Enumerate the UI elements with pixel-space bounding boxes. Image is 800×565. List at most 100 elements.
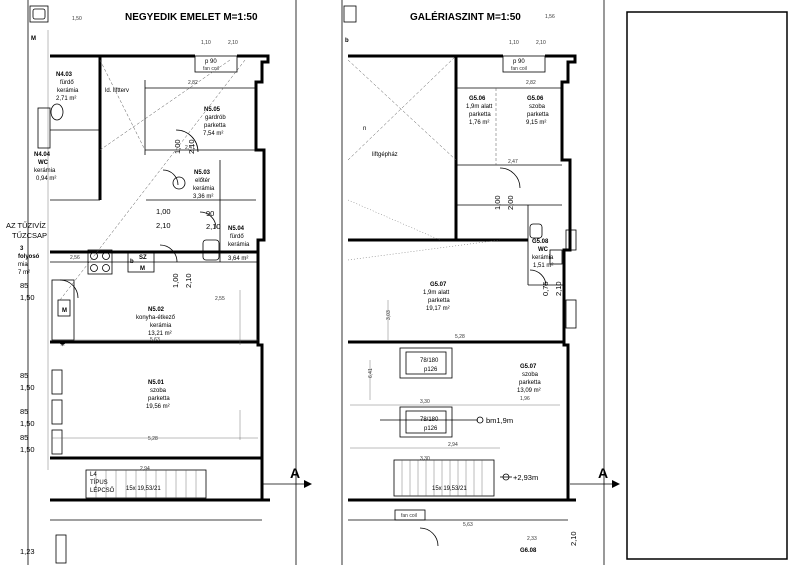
right-room-g507b-area: 13,09 m² xyxy=(517,388,541,394)
right-door-dim-1: 1,00 xyxy=(493,195,502,210)
left-stair-1: L4 xyxy=(90,472,97,478)
left-room-n502-floor: kerámia xyxy=(150,323,172,329)
right-room-g506b-code: G5.06 xyxy=(527,96,544,102)
right-door-dim-2: 2,00 xyxy=(506,195,515,210)
left-num-8: 1,50 xyxy=(20,445,35,454)
left-m-letter-2: M xyxy=(140,266,145,272)
right-room-g507a-code: G5.07 xyxy=(430,282,447,288)
left-stair-3: LÉPCSŐ xyxy=(90,487,115,494)
left-room-n502-name: konyha-étkező xyxy=(136,315,176,321)
left-dim-210: 2,10 xyxy=(228,40,238,46)
left-dim-256: 2,56 xyxy=(70,255,80,261)
right-room-g508-name: WC xyxy=(538,247,549,253)
right-room-g506b-area: 9,15 m² xyxy=(526,120,546,126)
left-dim-282: 2,82 xyxy=(188,80,198,86)
left-door-dim-5: 1,00 xyxy=(173,139,182,154)
left-room-n504-area: 3,64 m² xyxy=(228,256,248,262)
left-room-n403-floor: kerámia xyxy=(57,88,79,94)
right-fancoil-bottom: fan coil xyxy=(401,513,417,519)
left-lift-label: ld. liftterv xyxy=(105,88,129,94)
svg-text:✳: ✳ xyxy=(60,341,65,348)
left-num-9: 1,23 xyxy=(20,547,35,556)
left-hydrant-2: TŰZCSAP xyxy=(12,231,47,240)
left-room-n503-floor: kerámia xyxy=(193,186,215,192)
left-plan: NEGYEDIK EMELET M=1:50 M 1,50 p 90 fan c… xyxy=(6,0,312,565)
left-door-dim-1: 1,00 xyxy=(156,207,171,216)
left-room-n501-name: szoba xyxy=(150,388,167,394)
left-num-1: 85 xyxy=(20,281,28,290)
left-num-7: 85 xyxy=(20,433,28,442)
right-room-g506b-floor: parketta xyxy=(527,112,549,118)
left-room-n404-name: WC xyxy=(38,160,49,166)
left-door-dim-6: 2,10 xyxy=(187,139,196,154)
right-dim-528: 5,28 xyxy=(455,334,465,340)
left-hydrant-1: AZ TŰZIVÍZ xyxy=(6,221,46,230)
right-door-dim-3: 0,75 xyxy=(541,281,550,296)
right-fancoil-top-label: p 90 xyxy=(513,59,525,65)
left-room-n501-area: 19,56 m² xyxy=(146,404,170,410)
right-room-g507a-name: 1,9m alatt xyxy=(423,290,450,296)
left-door-dim-4: 2,10 xyxy=(206,222,221,231)
left-num-2: 1,50 xyxy=(20,293,35,302)
left-fridge-m: M xyxy=(62,308,67,314)
right-lift-label: liftgépház xyxy=(372,152,398,158)
right-room-g608-code: G6.08 xyxy=(520,548,537,554)
right-plan: GALÉRIASZINT M=1:50 b n p 90 fan coil li… xyxy=(341,0,620,565)
right-fancoil-top-sub: fan coil xyxy=(511,66,527,72)
left-corridor-2: folyosó xyxy=(18,254,40,260)
left-room-n505-area: 7,54 m² xyxy=(203,131,223,137)
left-dim-528: 5,28 xyxy=(148,436,158,442)
right-dim-233: 2,33 xyxy=(527,536,537,542)
right-window-1: 78/180 xyxy=(420,358,439,364)
left-room-n505-code: N5.05 xyxy=(204,107,221,113)
right-dim-563: 5,63 xyxy=(463,522,473,528)
right-room-g507a-area: 19,17 m² xyxy=(426,306,450,312)
left-door-dim-2: 2,10 xyxy=(156,221,171,230)
right-dim-156: 1,56 xyxy=(545,14,555,20)
left-num-4: 1,50 xyxy=(20,383,35,392)
right-dim-247: 2,47 xyxy=(508,159,518,165)
left-room-n503-area: 3,36 m² xyxy=(193,194,213,200)
left-door-dim-7: 1,00 xyxy=(171,273,180,288)
right-room-g507b-name: szoba xyxy=(522,372,539,378)
left-num-5: 85 xyxy=(20,407,28,416)
right-room-g508-area: 1,51 m² xyxy=(533,263,553,269)
left-dim-247: 2,47 xyxy=(185,145,195,151)
left-room-n505-name: gardrób xyxy=(205,115,226,121)
right-room-g508-floor: kerámia xyxy=(532,255,554,261)
right-dim-294: 2,94 xyxy=(448,442,458,448)
left-b-letter: b xyxy=(130,259,134,265)
left-dim-top: 1,50 xyxy=(72,16,82,22)
left-room-n403-code: N4.03 xyxy=(56,72,73,78)
right-height-1: bm1,9m xyxy=(486,416,513,425)
right-room-g506a-area: 1,76 m² xyxy=(469,120,489,126)
right-dim-641: 6,41 xyxy=(368,368,374,378)
left-corridor-1: 3 xyxy=(20,246,24,252)
right-plan-title: GALÉRIASZINT M=1:50 xyxy=(410,10,521,23)
left-corridor-4: 7 m² xyxy=(18,270,30,276)
right-dim-110: 1,10 xyxy=(509,40,519,46)
left-fancoil-top-label: p 90 xyxy=(205,59,217,65)
right-dim-303: 3,03 xyxy=(386,310,392,320)
right-room-g506b-name: szoba xyxy=(529,104,546,110)
left-room-n504-floor: kerámia xyxy=(228,242,250,248)
title-block-frame xyxy=(626,11,788,560)
left-corridor-3: mia xyxy=(18,262,28,268)
right-door-dim-4: 2,10 xyxy=(554,281,563,296)
left-dim-294: 2,94 xyxy=(140,466,150,472)
left-room-n404-code: N4.04 xyxy=(34,152,51,158)
left-section-a: A xyxy=(290,465,300,481)
right-room-g506a-floor: parketta xyxy=(469,112,491,118)
left-room-n503-code: N5.03 xyxy=(194,170,211,176)
left-room-n504-name: fürdő xyxy=(230,234,244,240)
left-num-3: 85 xyxy=(20,371,28,380)
right-dim-282: 2,82 xyxy=(526,80,536,86)
left-room-n404-area: 0,94 m² xyxy=(36,176,56,182)
right-room-g508-code: G5.08 xyxy=(532,239,549,245)
right-room-g507b-floor: parketta xyxy=(519,380,541,386)
left-room-n403-area: 2,71 m² xyxy=(56,96,76,102)
left-stair-steps: 15x 19,53/21 xyxy=(126,486,161,492)
left-stair-2: TÍPUS xyxy=(90,479,108,486)
left-room-n503-name: előtér xyxy=(195,178,210,184)
